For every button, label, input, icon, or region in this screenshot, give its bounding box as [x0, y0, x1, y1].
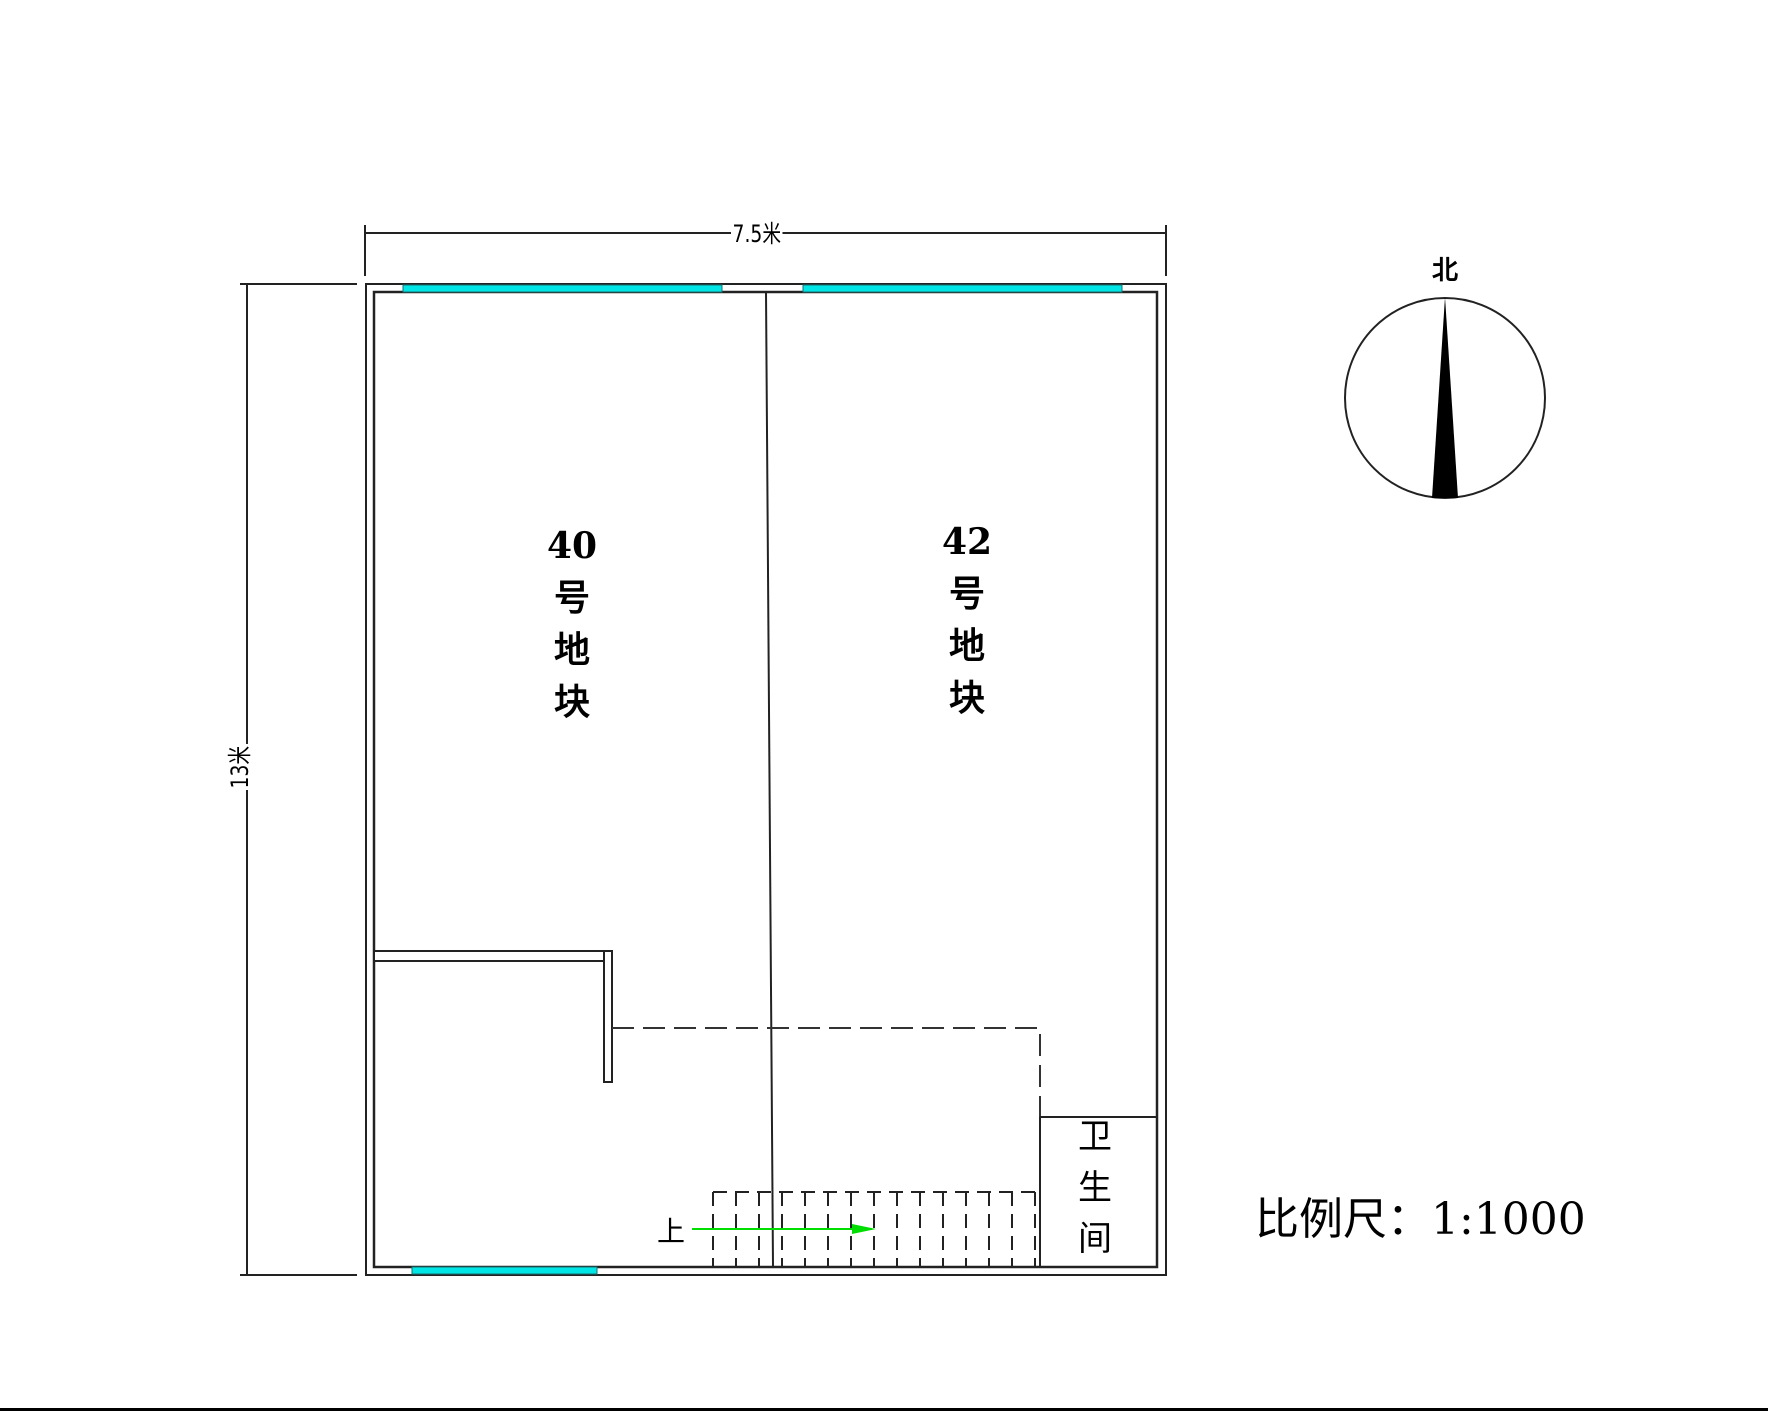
north-arrow-icon: [1432, 297, 1458, 498]
room-label-bathroom: 卫 生 间: [1070, 1112, 1120, 1265]
north-label: 北: [1432, 256, 1459, 286]
room-label-char: 号: [553, 577, 590, 619]
room-label-char: 间: [1078, 1219, 1112, 1259]
room-label-plot-40: 40 号 地 块: [546, 520, 598, 728]
dashed-boundary-line: [612, 1027, 1041, 1117]
interior-partition-wall: [373, 950, 613, 1083]
room-label-char: 块: [553, 681, 590, 723]
windows: [402, 284, 1123, 1275]
scale-label: 比例尺：1:1000: [1255, 1194, 1586, 1245]
staircase: [712, 1191, 1037, 1267]
bathroom-walls: [1039, 1116, 1157, 1267]
room-label-char: 40: [546, 525, 598, 567]
window-top-right: [802, 284, 1123, 293]
room-label-char: 地: [553, 629, 590, 671]
room-label-char: 号: [948, 573, 985, 615]
exterior-wall: [365, 283, 1167, 1276]
room-label-char: 块: [948, 677, 985, 719]
height-dimension-line: [240, 283, 357, 1276]
plot-divider-line: [765, 291, 774, 1268]
width-dimension-label: 7.5米: [731, 220, 783, 248]
room-label-char: 地: [948, 625, 985, 667]
room-label-char: 42: [941, 521, 993, 563]
stair-direction-arrow: [692, 1224, 876, 1234]
room-label-char: 卫: [1078, 1117, 1112, 1157]
window-top-left: [402, 284, 723, 293]
stairs-up-label: 上: [657, 1215, 686, 1248]
bottom-border-line: [0, 1408, 1768, 1411]
window-bottom: [411, 1266, 598, 1275]
room-label-plot-42: 42 号 地 块: [941, 516, 993, 724]
north-compass: [1344, 297, 1546, 499]
height-dimension-label: 13米: [226, 744, 254, 790]
room-label-char: 生: [1078, 1168, 1112, 1208]
